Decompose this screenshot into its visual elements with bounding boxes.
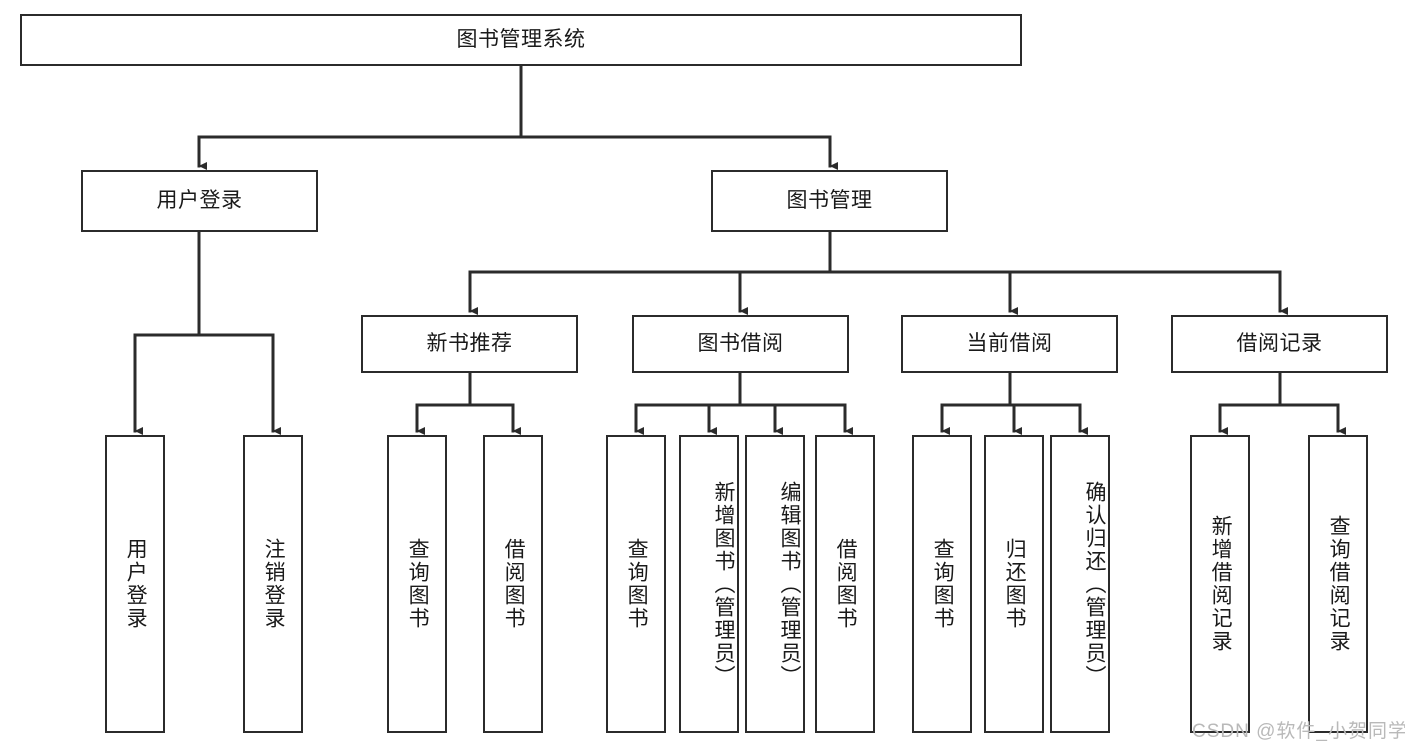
node-leaf-query-book-rec-label: 查询图书 bbox=[406, 538, 430, 630]
node-leaf-return-book-label: 归还图书 bbox=[1003, 538, 1027, 630]
node-leaf-borrow-book-rec[interactable]: 借阅图书 bbox=[483, 435, 543, 733]
node-leaf-add-book[interactable]: 新增图书（管理员） bbox=[679, 435, 739, 733]
node-leaf-query-book-rec[interactable]: 查询图书 bbox=[387, 435, 447, 733]
node-leaf-borrow-book-rec-label: 借阅图书 bbox=[502, 538, 526, 630]
node-leaf-query-book-br-label: 查询图书 bbox=[625, 538, 649, 630]
watermark: CSDN @软件_小贺同学 bbox=[1192, 721, 1405, 742]
node-leaf-query-book-cb[interactable]: 查询图书 bbox=[912, 435, 972, 733]
node-leaf-query-book-br[interactable]: 查询图书 bbox=[606, 435, 666, 733]
node-current-borrow-label: 当前借阅 bbox=[966, 332, 1053, 356]
node-leaf-query-record[interactable]: 查询借阅记录 bbox=[1308, 435, 1368, 733]
node-borrow-record[interactable]: 借阅记录 bbox=[1171, 315, 1388, 373]
node-leaf-add-book-label: 新增图书（管理员） bbox=[712, 480, 735, 688]
node-book-borrow-label: 图书借阅 bbox=[697, 332, 784, 356]
node-leaf-add-record-label: 新增借阅记录 bbox=[1209, 515, 1233, 653]
node-leaf-return-book[interactable]: 归还图书 bbox=[984, 435, 1044, 733]
node-new-book-rec[interactable]: 新书推荐 bbox=[361, 315, 578, 373]
node-leaf-logout[interactable]: 注销登录 bbox=[243, 435, 303, 733]
node-leaf-confirm-return-label: 确认归还（管理员） bbox=[1083, 480, 1106, 688]
node-book-borrow[interactable]: 图书借阅 bbox=[632, 315, 849, 373]
node-leaf-edit-book[interactable]: 编辑图书（管理员） bbox=[745, 435, 805, 733]
node-borrow-record-label: 借阅记录 bbox=[1236, 332, 1323, 356]
node-root[interactable]: 图书管理系统 bbox=[20, 14, 1022, 66]
node-leaf-query-record-label: 查询借阅记录 bbox=[1327, 515, 1351, 653]
node-leaf-edit-book-label: 编辑图书（管理员） bbox=[778, 480, 801, 688]
node-leaf-user-login[interactable]: 用户登录 bbox=[105, 435, 165, 733]
node-leaf-confirm-return[interactable]: 确认归还（管理员） bbox=[1050, 435, 1110, 733]
node-leaf-user-login-label: 用户登录 bbox=[124, 538, 148, 630]
node-root-label: 图书管理系统 bbox=[456, 28, 586, 52]
node-current-borrow[interactable]: 当前借阅 bbox=[901, 315, 1118, 373]
node-leaf-logout-label: 注销登录 bbox=[262, 538, 286, 630]
node-leaf-borrow-book-br-label: 借阅图书 bbox=[834, 538, 858, 630]
node-new-book-rec-label: 新书推荐 bbox=[426, 332, 513, 356]
node-user-login[interactable]: 用户登录 bbox=[81, 170, 318, 232]
node-book-manage-label: 图书管理 bbox=[786, 189, 873, 213]
node-leaf-add-record[interactable]: 新增借阅记录 bbox=[1190, 435, 1250, 733]
node-leaf-query-book-cb-label: 查询图书 bbox=[931, 538, 955, 630]
node-leaf-borrow-book-br[interactable]: 借阅图书 bbox=[815, 435, 875, 733]
node-book-manage[interactable]: 图书管理 bbox=[711, 170, 948, 232]
node-user-login-label: 用户登录 bbox=[156, 189, 243, 213]
